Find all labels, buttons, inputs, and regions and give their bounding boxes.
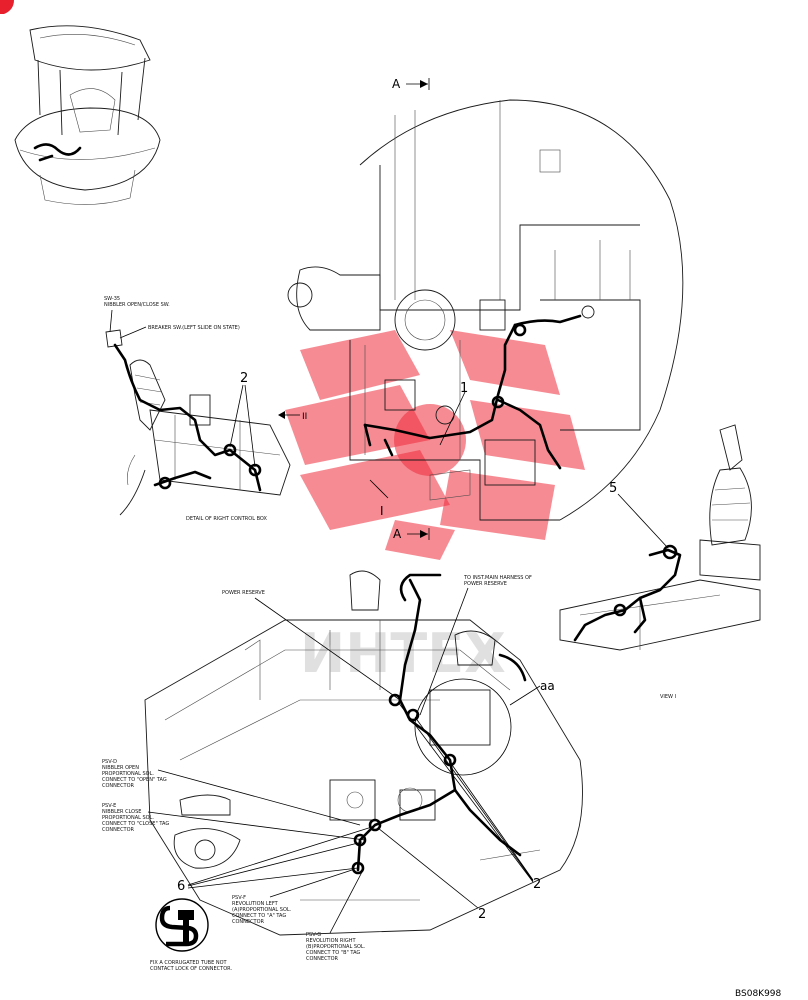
note-psvf-4: CONNECT TO "A" TAG [232,913,286,919]
note-to-inst-line1: TO INST.MAIN HARNESS OF [463,575,532,581]
note-psv-e: PSV-E NIBBLER CLOSE PROPORTIONAL SOL. CO… [102,803,366,841]
note-fix-line1: FIX A CORRUGATED TUBE NOT [150,960,228,966]
view-i-joystick [559,424,761,651]
control-box-harness [113,343,262,492]
callout-number-2-left: 2 [240,371,248,386]
machine-overview-thumbnail [14,25,161,205]
upper-harness [363,314,582,470]
note-psvg-1: PSV-G [306,932,321,938]
note-power-reserve-text: POWER RESERVE [222,590,265,596]
note-psvg-4: CONNECT TO "B" TAG [306,950,360,956]
note-psv-g: PSV-G REVOLUTION RIGHT (B)PROPORTIONAL S… [306,871,366,962]
note-psvf-2: REVOLUTION LEFT [232,901,279,907]
note-breaker-sw-text: BREAKER SW.(LEFT SLIDE ON STATE) [148,325,240,331]
callout-number-2-bottom-b: 2 [478,907,486,922]
note-to-inst-line2: POWER RESERVE [464,581,507,587]
note-psve-2: NIBBLER CLOSE [102,809,141,815]
corrugated-tube-logo [155,898,209,952]
section-arrow-bottom: A [393,527,430,541]
note-breaker-sw: BREAKER SW.(LEFT SLIDE ON STATE) [119,325,240,339]
note-sw35-line1: SW-35 [104,296,120,302]
detail-caption: DETAIL OF RIGHT CONTROL BOX [186,516,268,522]
drawing-code: BS08K998 [735,989,782,999]
aa-detail-circle: aa [414,678,555,776]
view-arrow-ii: II [278,411,307,422]
lower-structure-view [144,570,583,936]
note-psve-3: PROPORTIONAL SOL. [102,815,154,821]
note-psve-1: PSV-E [102,803,116,809]
control-box-detail [105,329,291,516]
note-psvf-5: CONNECTOR [232,919,265,925]
callout-6: 6 [177,825,376,894]
callout-5: 5 [609,481,669,549]
note-power-reserve: POWER RESERVE [222,590,401,701]
upper-structure-view [287,99,684,521]
corner-mark [0,0,14,14]
note-psvf-1: PSV-F [232,895,246,901]
view-caption: VIEW I [660,694,676,700]
section-arrow-top: A [392,77,430,91]
note-psvg-2: REVOLUTION RIGHT [306,938,356,944]
note-psvg-5: CONNECTOR [306,956,339,962]
section-label-roman-bottom: I [380,504,384,518]
note-psve-4: CONNECT TO "CLOSE" TAG [102,821,169,827]
note-to-inst: TO INST.MAIN HARNESS OF POWER RESERVE [419,575,532,716]
note-psv-d: PSV-D NIBBLER OPEN PROPORTIONAL SOL. CON… [102,759,361,826]
note-psvg-3: (B)PROPORTIONAL SOL. [306,944,366,950]
note-psvd-5: CONNECTOR [102,783,135,789]
section-label-a-bottom: A [393,527,402,541]
note-sw35: SW-35 NIBBLER OPEN/CLOSE SW. [104,296,170,333]
note-psvd-2: NIBBLER OPEN [102,765,139,771]
note-psvd-1: PSV-D [102,759,117,765]
section-label-roman-right: II [302,412,307,422]
note-psvd-3: PROPORTIONAL SOL. [102,771,154,777]
callout-1: 1 [439,381,468,446]
note-sw35-line2: NIBBLER OPEN/CLOSE SW. [104,302,170,308]
section-label-a-top: A [392,77,401,91]
callout-aa: aa [540,679,555,693]
callout-2-bottom: 2 2 [377,701,541,922]
note-psve-5: CONNECTOR [102,827,135,833]
callout-number-1: 1 [460,381,468,396]
callout-number-2-bottom-a: 2 [533,877,541,892]
callout-number-5: 5 [609,481,617,496]
note-fix-line2: CONTACT LOCK OF CONNECTOR. [150,966,232,972]
note-psvd-4: CONNECT TO "OPEN" TAG [102,777,167,783]
note-psvf-3: (A)PROPORTIONAL SOL. [232,907,292,913]
watermark-logo [285,330,585,560]
view-i-harness [573,544,682,642]
section-marker-i: I [369,479,389,518]
callout-number-6: 6 [177,879,185,894]
callout-2-left: 2 [229,371,256,468]
note-psv-f: PSV-F REVOLUTION LEFT (A)PROPORTIONAL SO… [232,869,353,925]
